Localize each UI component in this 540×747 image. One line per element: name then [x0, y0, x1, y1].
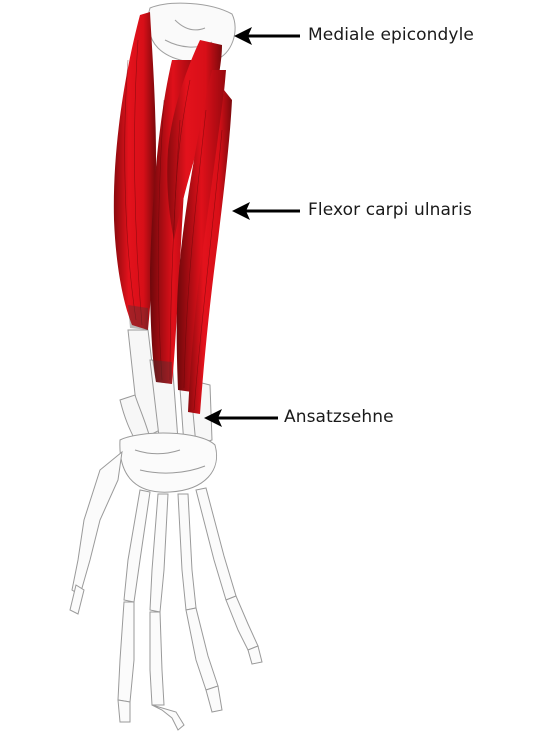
muscle-belly-1	[113, 12, 156, 330]
annotation-arrows	[204, 27, 300, 427]
muscle-belly-4	[176, 70, 226, 392]
forearm-flexor-muscles	[113, 12, 232, 414]
elbow-bones	[147, 2, 236, 63]
label-insertion-tendon: Ansatzsehne	[284, 407, 394, 427]
hand-skeleton	[69, 432, 263, 731]
label-flexor-carpi-ulnaris: Flexor carpi ulnaris	[308, 200, 472, 220]
arrow-fcu-head	[232, 202, 250, 220]
label-medial-epicondyle: Mediale epicondyle	[308, 25, 474, 45]
arrow-epicondyle-head	[234, 27, 252, 45]
muscle-belly-5	[188, 90, 232, 414]
arrow-tendon-head	[204, 409, 222, 427]
